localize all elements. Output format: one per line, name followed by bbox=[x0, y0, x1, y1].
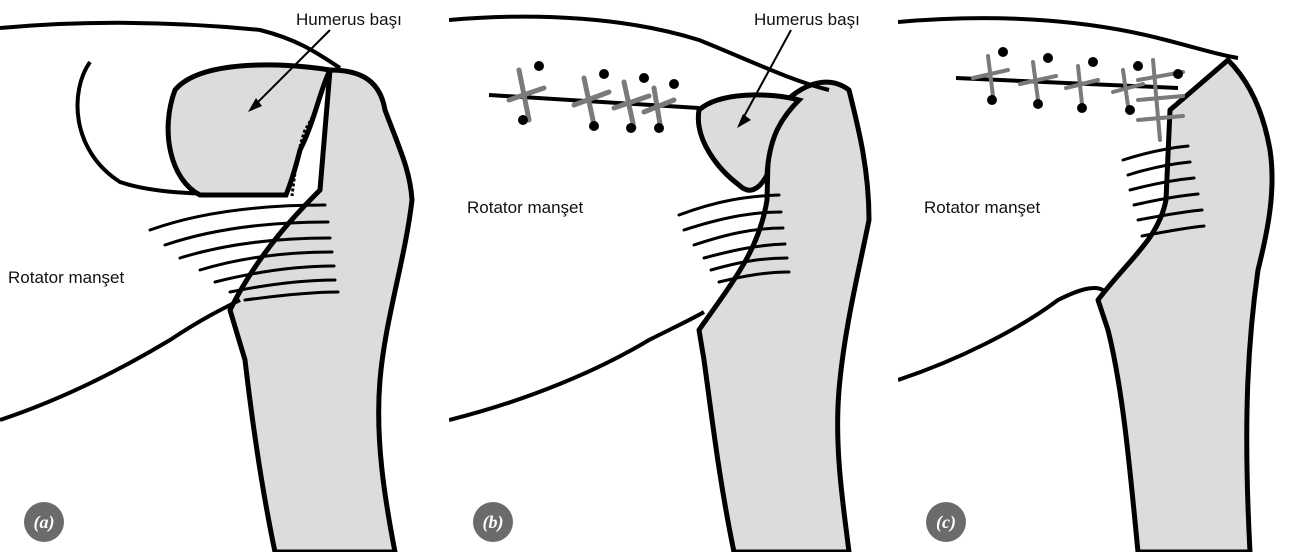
label-rotator-cuff: Rotator manşet bbox=[467, 198, 583, 218]
sutures bbox=[973, 56, 1183, 140]
panel-b-drawing bbox=[449, 0, 889, 552]
sutures bbox=[509, 70, 674, 130]
panel-letter-badge: (a) bbox=[24, 502, 64, 542]
deltoid-line bbox=[449, 312, 704, 420]
label-humerus-head: Humerus başı bbox=[754, 10, 860, 30]
label-humerus-head: Humerus başı bbox=[296, 10, 402, 30]
panel-letter-badge: (c) bbox=[926, 502, 966, 542]
panel-c-drawing bbox=[898, 0, 1298, 552]
panel-a: Humerus başı Rotator manşet (a) bbox=[0, 0, 440, 552]
label-rotator-cuff: Rotator manşet bbox=[8, 268, 124, 288]
deltoid-line bbox=[898, 288, 1103, 380]
panel-letter-badge: (b) bbox=[473, 502, 513, 542]
label-rotator-cuff: Rotator manşet bbox=[924, 198, 1040, 218]
acromion-line bbox=[0, 23, 340, 68]
panel-b: Humerus başı Rotator manşet (b) bbox=[449, 0, 889, 552]
humerus-bone bbox=[1098, 60, 1272, 552]
acromion-line bbox=[898, 18, 1238, 58]
panel-c: Rotator manşet (c) bbox=[898, 0, 1298, 552]
deltoid-line bbox=[0, 300, 240, 420]
humerus-head bbox=[168, 65, 330, 195]
